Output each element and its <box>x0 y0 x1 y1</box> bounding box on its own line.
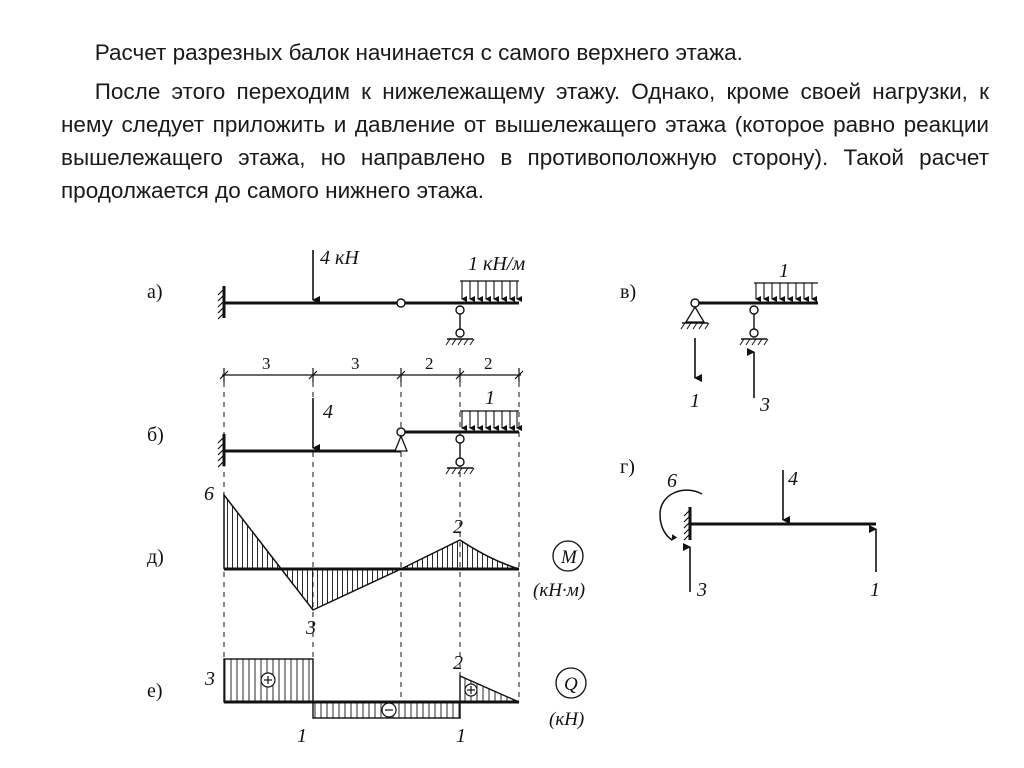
shear-value-mid2: 1 <box>456 725 466 747</box>
diagram-a: 4 кН 1 кН/м <box>217 247 525 346</box>
shear-diagram: 3 1 1 2 Q (кН) <box>204 652 587 747</box>
label-g: г) <box>620 456 635 478</box>
dist-load-label-v: 1 <box>779 260 789 282</box>
shear-units: (кН) <box>549 709 584 730</box>
dim-1: 3 <box>262 354 271 373</box>
dim-3: 2 <box>425 354 434 373</box>
force-label-a: 4 кН <box>320 247 360 269</box>
shear-value-left: 3 <box>204 668 215 690</box>
dist-load-label-b: 1 <box>485 387 495 409</box>
label-b: б) <box>147 424 164 446</box>
moment-label-g: 6 <box>667 470 677 492</box>
dim-2: 3 <box>351 354 360 373</box>
dimension-line: 3 3 2 2 <box>219 354 524 382</box>
reaction-right-g: 1 <box>870 579 880 601</box>
reaction-left-v: 1 <box>690 390 700 412</box>
moment-units: (кН·м) <box>533 580 585 601</box>
dim-4: 2 <box>484 354 493 373</box>
label-e: е) <box>147 680 163 702</box>
dist-load-label-a: 1 кН/м <box>468 253 525 275</box>
label-v: в) <box>620 281 636 303</box>
diagram-g: 6 4 3 1 <box>659 468 880 601</box>
reaction-left-g: 3 <box>696 579 707 601</box>
shear-symbol: Q <box>564 674 578 695</box>
label-d: д) <box>147 546 164 568</box>
label-a: а) <box>147 281 163 303</box>
moment-symbol: M <box>560 547 578 568</box>
shear-value-right: 2 <box>453 652 463 674</box>
moment-value-max: 6 <box>204 483 214 505</box>
paragraph-2: После этого переходим к нижележащему эта… <box>61 79 989 203</box>
paragraph-1: Расчет разрезных балок начинается с само… <box>94 40 743 65</box>
diagram-v: 1 1 3 <box>680 260 818 416</box>
moment-value-min: 3 <box>305 617 316 639</box>
shear-value-mid: 1 <box>297 725 307 747</box>
moment-value-right: 2 <box>453 516 463 538</box>
diagram-b: 4 1 <box>217 387 522 475</box>
reaction-right-v: 3 <box>759 394 770 416</box>
guide-lines <box>223 382 520 700</box>
force-label-b: 4 <box>323 401 333 423</box>
force-label-g: 4 <box>788 468 798 490</box>
moment-diagram: 6 3 2 M (кН·м) <box>204 483 585 639</box>
